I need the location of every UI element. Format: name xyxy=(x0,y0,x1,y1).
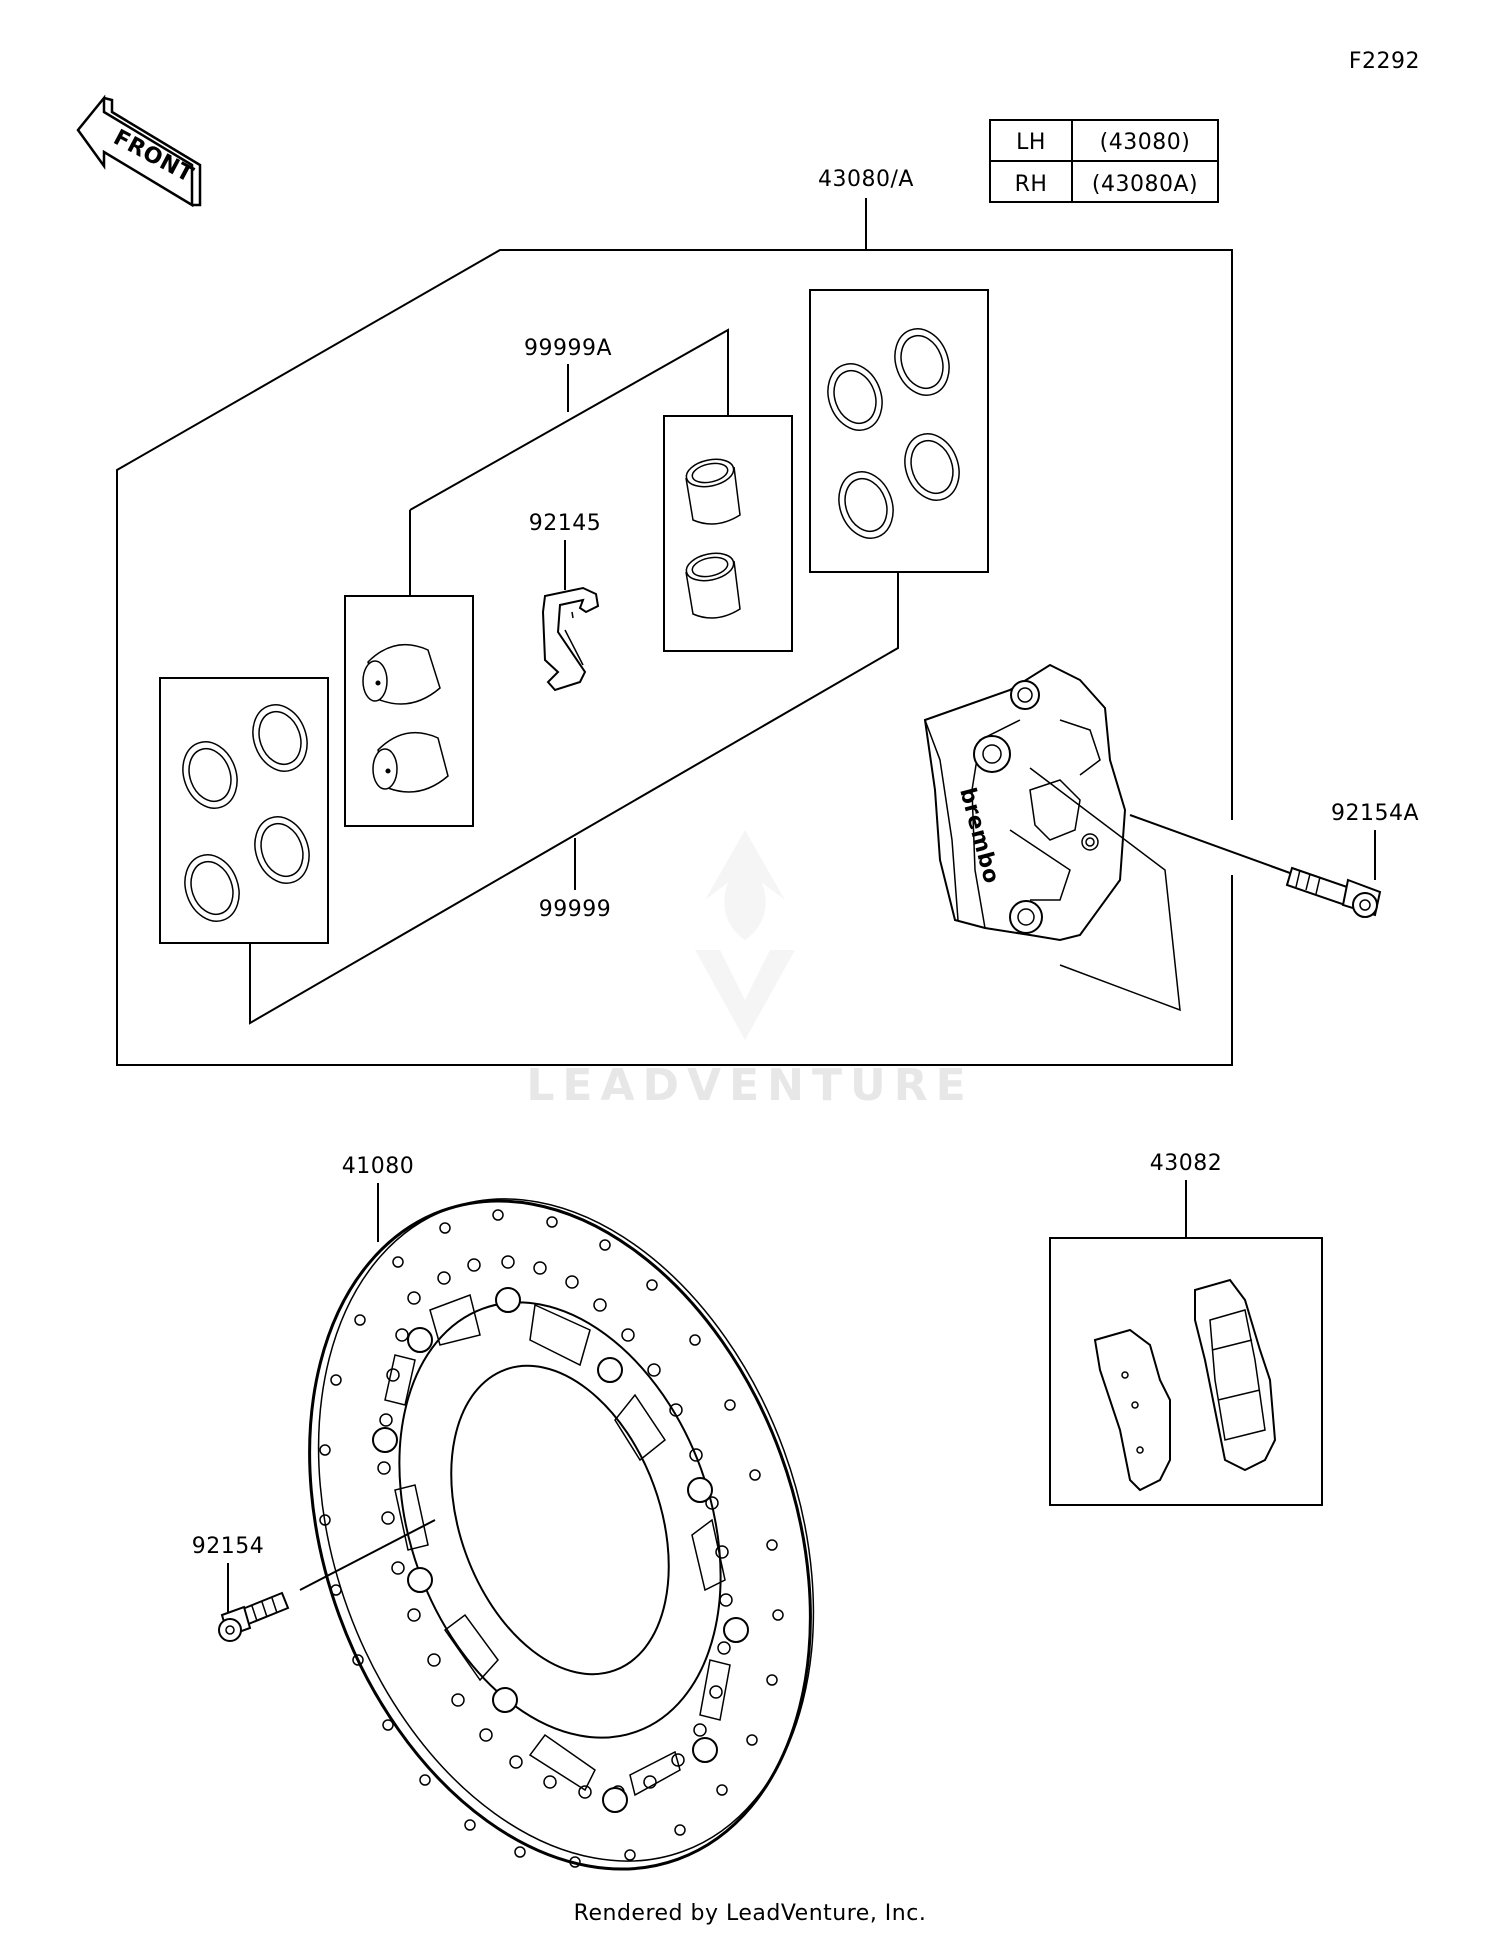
seal-ring-set-left[interactable] xyxy=(159,677,329,944)
label-seal-kit[interactable]: 99999 xyxy=(539,897,612,922)
diagram-code: F2292 xyxy=(1349,49,1420,74)
disc-bolt-icon[interactable] xyxy=(218,1591,290,1642)
label-pads[interactable]: 43082 xyxy=(1150,1151,1223,1176)
label-disc-bolt[interactable]: 92154 xyxy=(192,1534,265,1559)
label-disc[interactable]: 41080 xyxy=(342,1154,415,1179)
table-side-lh: LH xyxy=(1016,130,1046,155)
label-seal-kit-a[interactable]: 99999A xyxy=(524,336,612,361)
brake-disc[interactable]: 41080 xyxy=(221,1129,901,1938)
caliper-assembly-outline: 43080/A 99999A 92145 99999 xyxy=(116,167,1233,1066)
pad-spring-icon[interactable] xyxy=(541,586,600,692)
seal-ring-set-right[interactable] xyxy=(809,289,989,573)
label-caliper-bolt[interactable]: 92154A xyxy=(1331,801,1419,826)
disc-carrier-buttons xyxy=(372,1287,749,1813)
footer-credit: Rendered by LeadVenture, Inc. xyxy=(574,1901,927,1926)
table-code-lh: (43080) xyxy=(1100,130,1191,155)
watermark-text: LEADVENTURE xyxy=(526,1060,973,1111)
side-table: LH (43080) RH (43080A) xyxy=(989,119,1219,203)
piston-set-large[interactable] xyxy=(344,595,474,827)
table-code-rh: (43080A) xyxy=(1092,172,1198,197)
front-arrow-icon: FRONT xyxy=(76,94,202,208)
brake-pads[interactable]: 43082 xyxy=(1049,1151,1323,1506)
piston-set-small[interactable] xyxy=(663,415,793,652)
label-caliper-assembly[interactable]: 43080/A xyxy=(818,167,914,192)
disc-bolt-leader xyxy=(299,1519,436,1591)
caliper-bolt-leader xyxy=(1129,814,1291,874)
caliper-leader xyxy=(1029,767,1181,1012)
caliper-bolt-icon[interactable] xyxy=(1285,866,1382,918)
brake-caliper[interactable]: brembo xyxy=(923,663,1127,942)
table-side-rh: RH xyxy=(1015,172,1048,197)
disc-drill-holes xyxy=(319,1209,784,1868)
label-pad-spring[interactable]: 92145 xyxy=(529,511,602,536)
watermark-logo-icon xyxy=(695,830,795,1040)
disc-carrier-slots xyxy=(384,1294,731,1797)
